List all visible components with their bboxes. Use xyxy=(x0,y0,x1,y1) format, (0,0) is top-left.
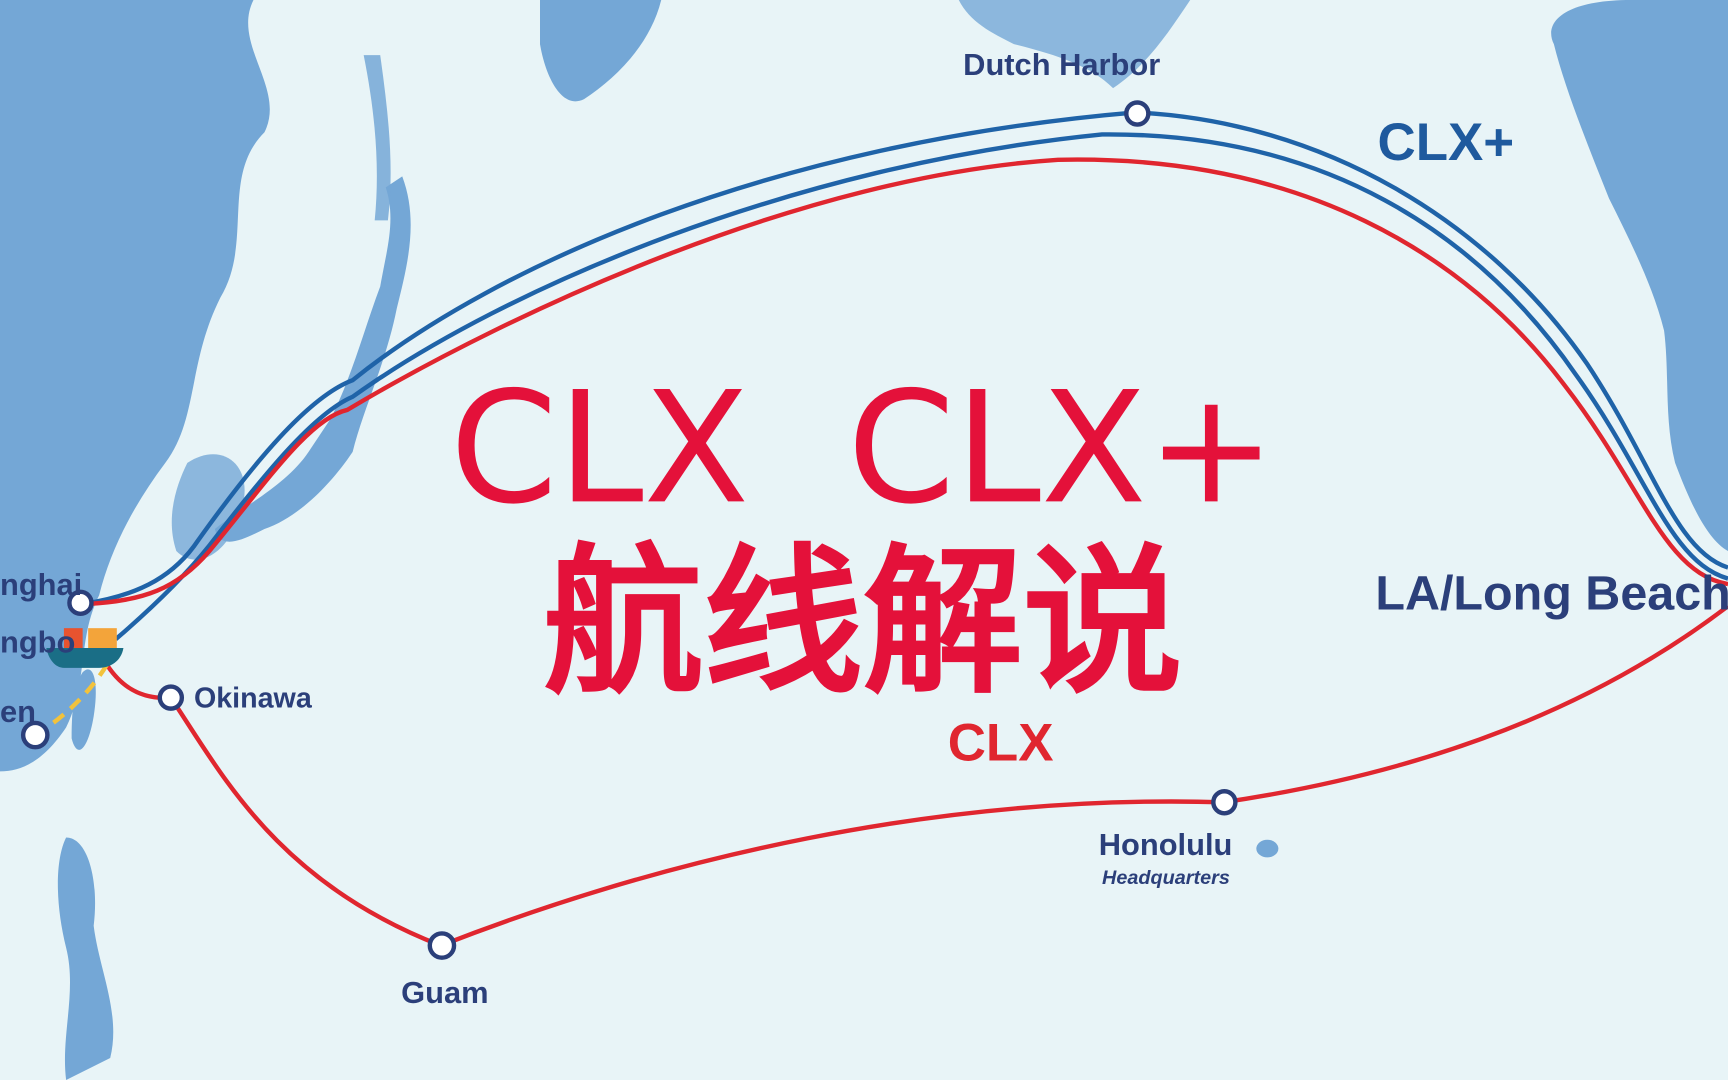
label-xiamen: en xyxy=(0,694,36,729)
hawaii xyxy=(1256,839,1279,858)
alaska-peninsula xyxy=(958,0,1191,89)
port-circle-icon[interactable] xyxy=(1124,100,1151,127)
port-circle-icon[interactable] xyxy=(67,589,94,617)
label-shanghai: nghai xyxy=(0,567,82,602)
label-honolulu-headquarters: Headquarters xyxy=(1102,867,1230,889)
japan xyxy=(214,176,411,542)
asia-mainland xyxy=(0,0,270,772)
kamchatka xyxy=(540,0,662,102)
port-circle-icon[interactable] xyxy=(157,684,185,711)
port-circle-icon[interactable] xyxy=(1211,789,1238,816)
philippines xyxy=(57,837,114,1080)
label-okinawa: Okinawa xyxy=(194,683,313,715)
cargo-ship-icon xyxy=(46,628,124,668)
label-ningbo: ngbo xyxy=(0,624,75,659)
title-line-2: 航线解说 xyxy=(543,530,1182,716)
clx-route-south xyxy=(102,604,1728,948)
label-clx-plus: CLX+ xyxy=(1378,113,1515,172)
title-line-1: CLX CLX+ xyxy=(450,359,1276,538)
port-markers xyxy=(20,100,1238,960)
routes xyxy=(34,110,1728,948)
label-clx: CLX xyxy=(948,713,1054,772)
sakhalin xyxy=(363,55,391,221)
clx-route-north xyxy=(88,157,1728,607)
label-dutch-harbor: Dutch Harbor xyxy=(963,47,1160,82)
clx-plus-route-inner xyxy=(114,132,1728,641)
label-la-long-beach: LA/Long Beach xyxy=(1375,566,1728,620)
label-honolulu: Honolulu xyxy=(1099,827,1233,862)
label-guam: Guam xyxy=(401,975,488,1010)
port-circle-icon[interactable] xyxy=(20,720,50,750)
port-circle-icon[interactable] xyxy=(427,931,457,960)
north-america xyxy=(1551,0,1728,552)
clx-plus-route-outer xyxy=(82,110,1728,607)
